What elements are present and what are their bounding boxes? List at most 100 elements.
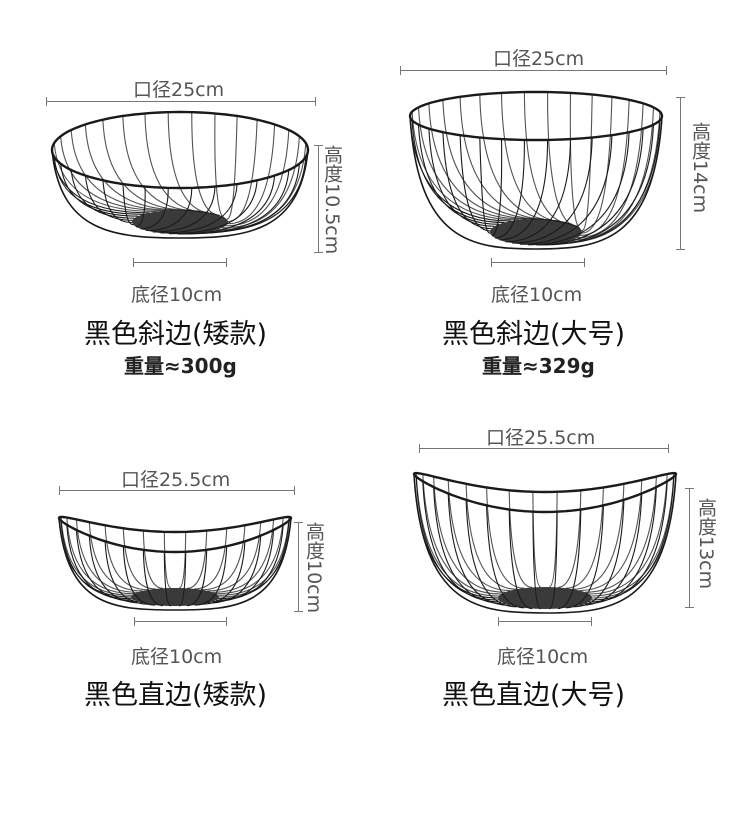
- base-diameter-label: 底径10cm: [497, 646, 589, 668]
- wire-rib: [433, 476, 506, 593]
- wire-rib: [565, 505, 604, 609]
- wire-rib: [505, 139, 572, 243]
- wire-rib: [122, 528, 156, 590]
- wire-rib: [51, 149, 150, 214]
- wire-rib: [442, 99, 545, 220]
- wire-bowl-slant-large-image: [408, 90, 664, 250]
- base-plate: [490, 219, 582, 245]
- base-diameter-label: 底径10cm: [491, 284, 583, 306]
- wire-rib: [569, 92, 581, 229]
- wire-rib: [104, 525, 149, 591]
- rim-wire: [408, 90, 664, 142]
- wire-rib: [221, 136, 300, 229]
- wire-rib: [142, 530, 164, 589]
- wire-rib: [163, 531, 172, 589]
- base-plate: [131, 588, 219, 606]
- wire-bowl-straight-large-image: [412, 471, 678, 614]
- wire-rib: [417, 107, 528, 220]
- base-dimension-line: [134, 617, 227, 626]
- wire-rib: [447, 479, 511, 592]
- mouth-diameter-label: 口径25.5cm: [486, 427, 596, 449]
- wire-rib: [145, 187, 193, 232]
- base-dimension-line: [133, 258, 227, 267]
- wire-rib: [60, 163, 139, 217]
- wire-rib: [168, 180, 258, 235]
- base-dimension-line: [491, 258, 585, 267]
- outer-wire: [409, 115, 663, 250]
- rim-wire: [412, 471, 678, 514]
- wire-rib: [415, 473, 499, 597]
- wire-rib: [579, 493, 643, 606]
- mouth-dimension-line: [59, 486, 295, 495]
- wire-rib: [225, 129, 290, 227]
- wire-rib: [442, 132, 492, 230]
- wire-rib: [226, 115, 238, 220]
- wire-rib: [214, 113, 225, 218]
- wire-rib: [144, 113, 208, 213]
- outer-wire: [413, 473, 677, 614]
- wire-rib: [84, 124, 183, 211]
- outer-wire: [58, 517, 292, 611]
- wire-rib: [577, 103, 644, 239]
- wire-rib: [212, 519, 275, 593]
- wire-rib: [186, 530, 208, 589]
- wire-rib: [580, 99, 630, 236]
- wire-rib: [60, 516, 132, 596]
- wire-rib: [178, 531, 187, 589]
- product-weight: 重量≈300g: [124, 354, 237, 378]
- wire-rib: [565, 487, 604, 589]
- height-dimension-line: [676, 97, 685, 250]
- wire-rib: [573, 499, 625, 608]
- wire-rib: [178, 551, 187, 607]
- wire-rib: [163, 551, 172, 607]
- wire-rib: [60, 136, 165, 212]
- product-name: 黑色直边(大号): [442, 680, 626, 711]
- wire-rib: [581, 96, 613, 234]
- height-dimension-line: [685, 488, 694, 608]
- wire-rib: [557, 490, 582, 588]
- wire-rib: [186, 169, 290, 235]
- height-label: 高度10cm: [303, 522, 325, 614]
- wire-rib: [102, 119, 192, 211]
- mouth-dimension-line: [419, 444, 669, 453]
- wire-rib: [84, 175, 133, 221]
- mouth-diameter-label: 口径25cm: [493, 48, 585, 70]
- product-name: 黑色斜边(矮款): [84, 319, 268, 350]
- wire-rib: [88, 535, 143, 604]
- wire-rib: [88, 522, 143, 592]
- wire-rib: [411, 120, 505, 224]
- wire-rib: [428, 103, 536, 220]
- mouth-dimension-line: [400, 66, 667, 75]
- height-dimension-line: [294, 522, 303, 612]
- wire-rib: [177, 175, 276, 235]
- base-diameter-label: 底径10cm: [131, 284, 223, 306]
- wire-rib: [167, 112, 215, 215]
- wire-rib: [465, 483, 517, 590]
- wire-rib: [581, 94, 593, 232]
- wire-rib: [459, 135, 491, 232]
- wire-rib: [152, 186, 216, 233]
- mouth-dimension-line: [46, 97, 316, 106]
- wire-rib: [519, 135, 613, 245]
- rim-wire: [50, 110, 310, 190]
- wire-rib: [216, 142, 307, 231]
- wire-rib: [215, 517, 284, 595]
- wire-rib: [572, 107, 655, 241]
- wire-rib: [66, 517, 135, 595]
- wire-bowl-straight-low-image: [57, 515, 293, 611]
- base-dimension-line: [498, 617, 592, 626]
- wire-rib: [70, 129, 174, 211]
- wire-rib: [207, 535, 262, 604]
- wire-rib: [508, 490, 533, 588]
- product-name: 黑色斜边(大号): [442, 319, 626, 350]
- wire-rib: [160, 183, 238, 234]
- wire-rib: [135, 186, 146, 228]
- wire-rib: [567, 111, 661, 243]
- wire-rib: [75, 529, 138, 603]
- wire-rib: [194, 528, 228, 590]
- wire-rib: [66, 524, 135, 601]
- wire-rib: [523, 92, 573, 225]
- wire-rib: [591, 473, 675, 597]
- wire-rib: [227, 119, 258, 223]
- wire-rib: [201, 525, 246, 591]
